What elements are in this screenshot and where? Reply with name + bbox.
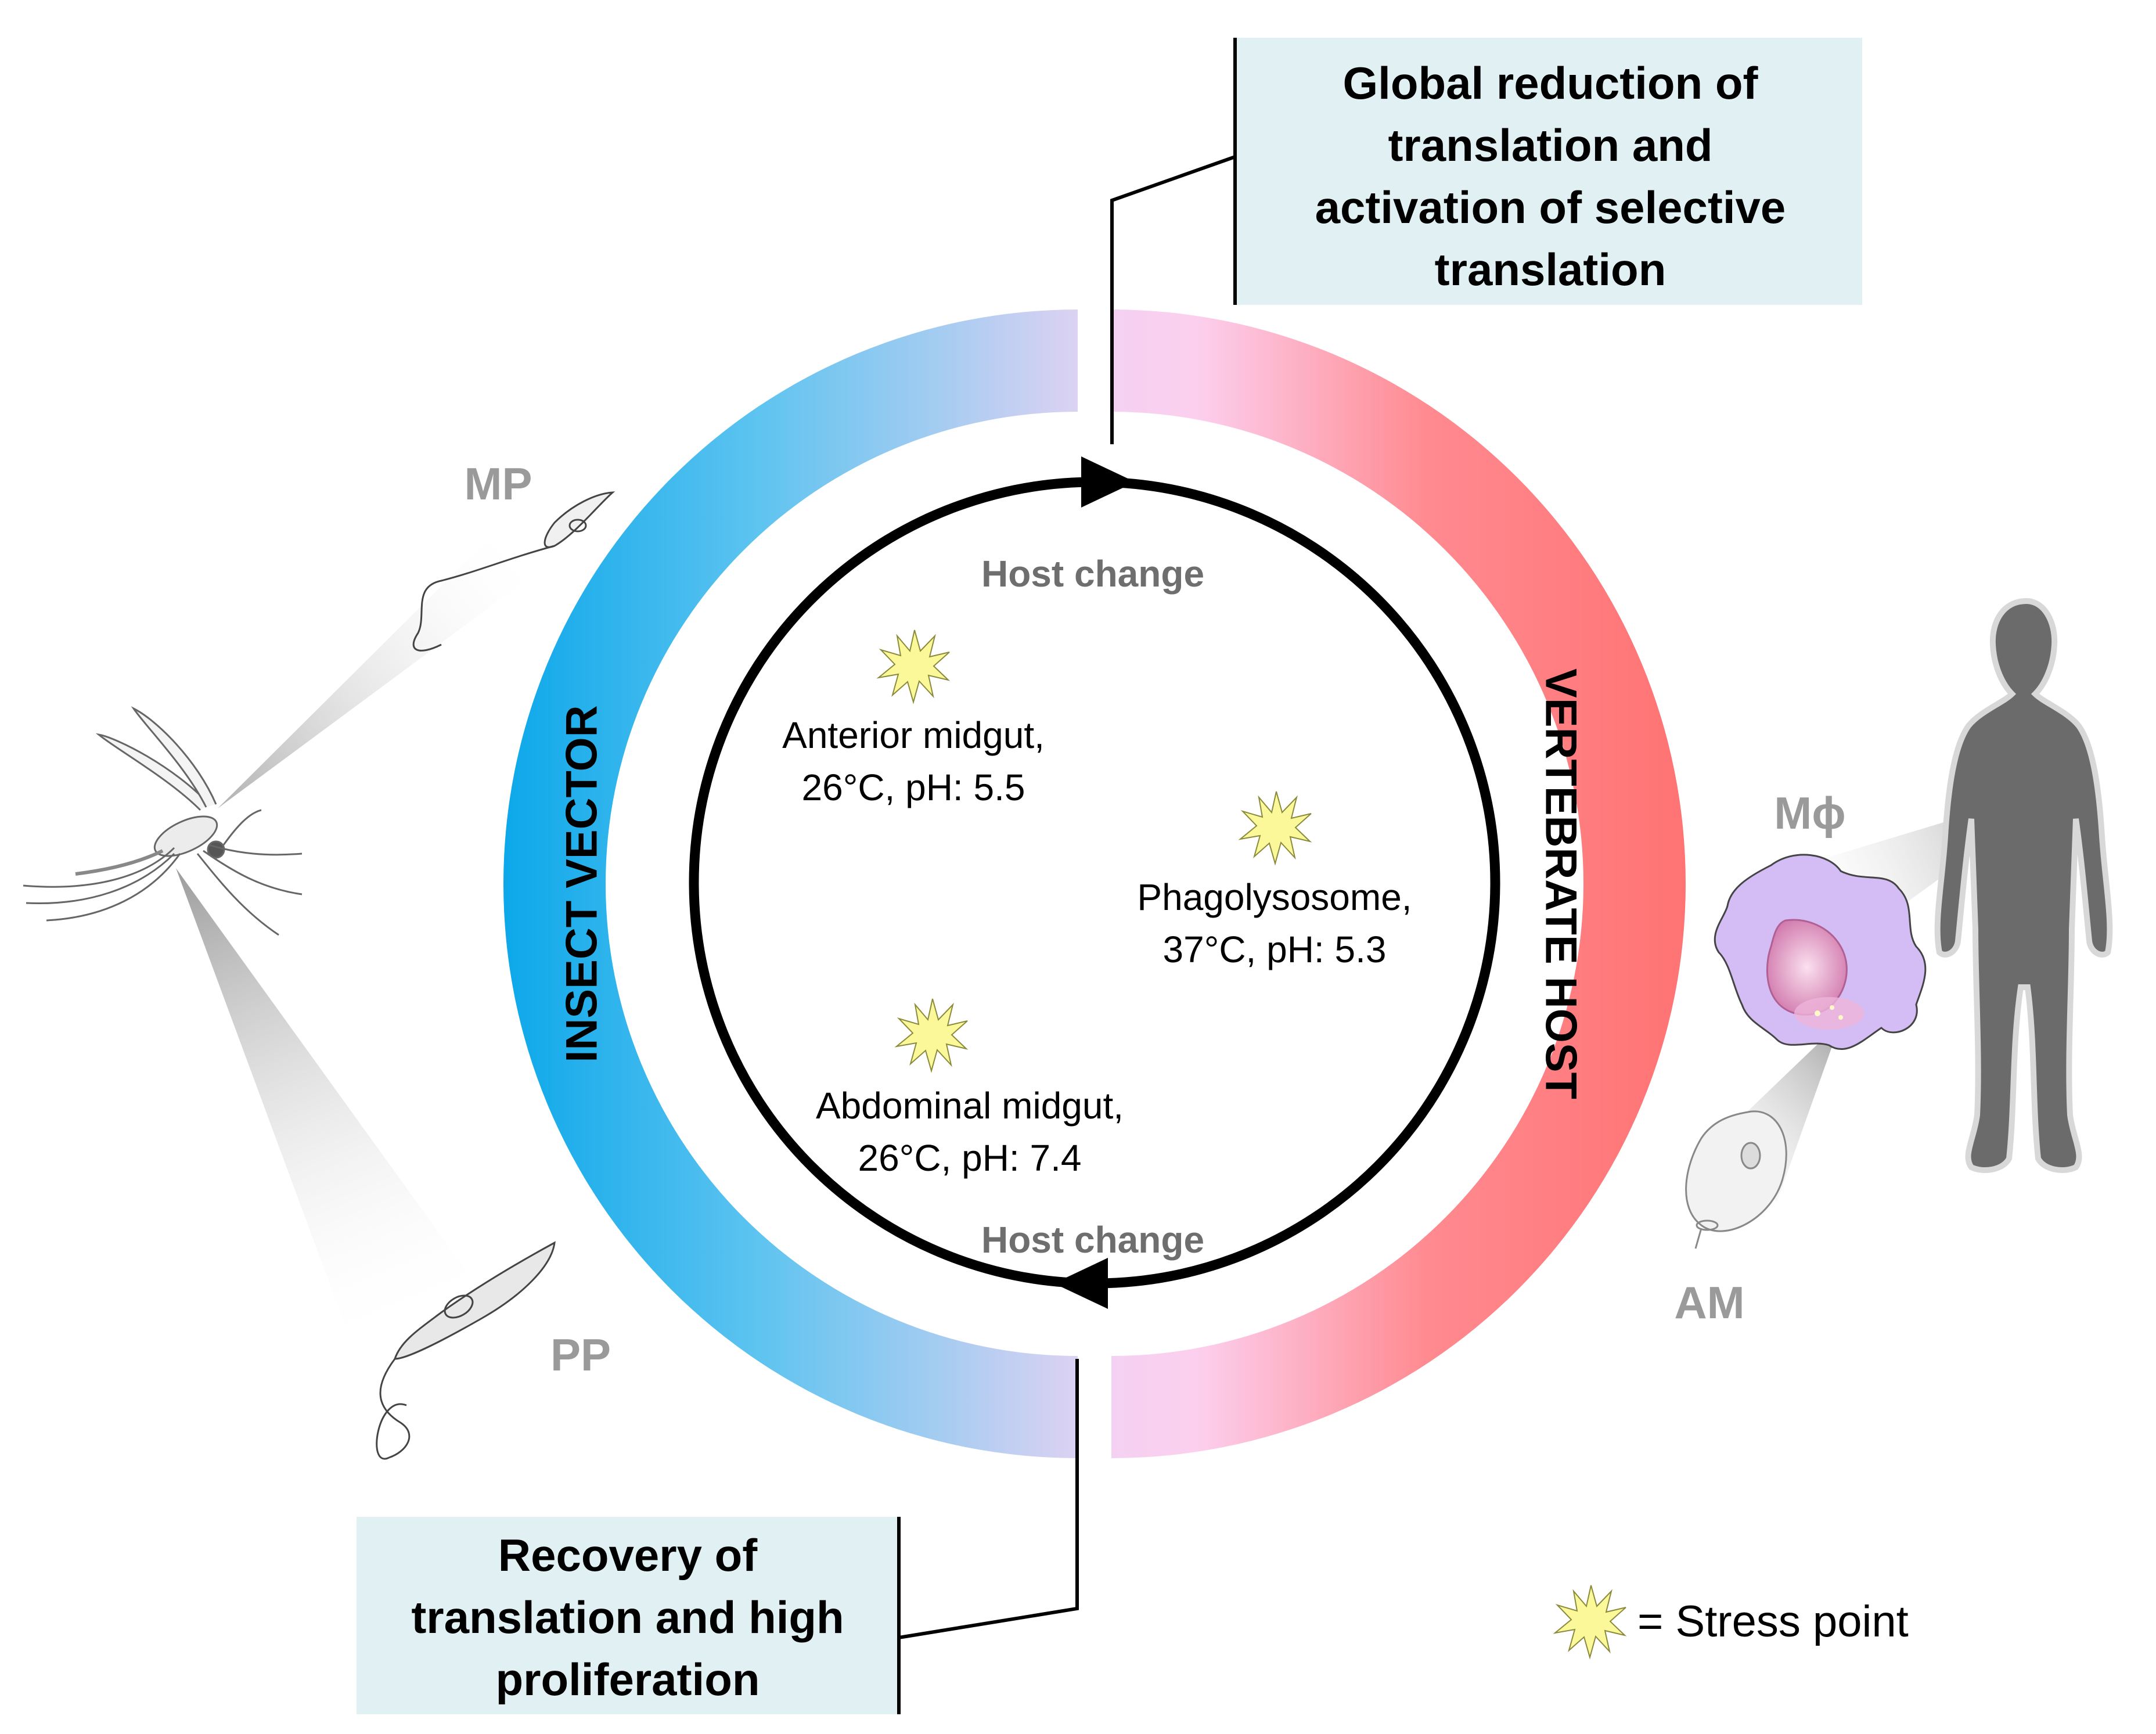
top-callout-box [1235, 38, 1862, 305]
bottom-callout-line3: proliferation [495, 1654, 760, 1705]
bottom-callout-line2: translation and high [411, 1592, 844, 1643]
mphi-label: Mϕ [1774, 787, 1845, 839]
stress-site-abdominal-line2: 26°C, pH: 7.4 [858, 1137, 1082, 1179]
sandfly-icon [23, 706, 303, 936]
top-callout-line1: Global reduction of [1343, 57, 1759, 109]
bottom-callout-line1: Recovery of [498, 1530, 758, 1581]
top-callout-line2: translation and [1388, 120, 1712, 171]
cycle-arrow-top [1081, 456, 1135, 508]
macrophage-icon [1714, 854, 1927, 1050]
legend-stress-star-icon [1553, 1585, 1627, 1660]
stress-star-icon [1238, 791, 1312, 866]
bottom-callout-box [357, 1517, 899, 1714]
metacyclic-promastigote-icon [412, 491, 616, 652]
host-change-top-label: Host change [981, 553, 1204, 595]
beam-to-pp [176, 868, 488, 1350]
ring-left-insect-vector [503, 310, 1078, 1458]
vertebrate-host-label: VERTEBRATE HOST [1536, 668, 1586, 1099]
top-callout-line3: activation of selective [1315, 182, 1786, 233]
stress-star-icon [876, 629, 951, 704]
host-change-bottom-label: Host change [981, 1219, 1204, 1261]
stress-site-phagolysosome-line1: Phagolysosome, [1137, 876, 1412, 918]
legend-stress-point-label: = Stress point [1637, 1597, 1909, 1646]
mp-label: MP [465, 458, 532, 509]
beam-to-mp [218, 505, 550, 808]
bottom-callout-connector [898, 1359, 1079, 1639]
stress-site-phagolysosome-line2: 37°C, pH: 5.3 [1163, 929, 1387, 970]
human-silhouette-icon [1934, 598, 2113, 1173]
stress-star-icon [894, 998, 969, 1073]
amastigote-icon [1685, 1110, 1787, 1249]
stress-site-anterior-line1: Anterior midgut, [782, 714, 1045, 756]
ring-right-vertebrate-host [1111, 310, 1686, 1458]
procyclic-promastigote-icon [376, 1241, 556, 1460]
top-callout-connector [1110, 155, 1236, 444]
top-callout-line4: translation [1435, 244, 1667, 295]
stress-site-anterior-line2: 26°C, pH: 5.5 [802, 767, 1025, 808]
am-label: AM [1674, 1277, 1744, 1328]
insect-vector-label: INSECT VECTOR [557, 705, 607, 1062]
pp-label: PP [550, 1329, 611, 1380]
cycle-arrow-bottom [1054, 1258, 1108, 1309]
stress-site-abdominal-line1: Abdominal midgut, [816, 1085, 1124, 1127]
